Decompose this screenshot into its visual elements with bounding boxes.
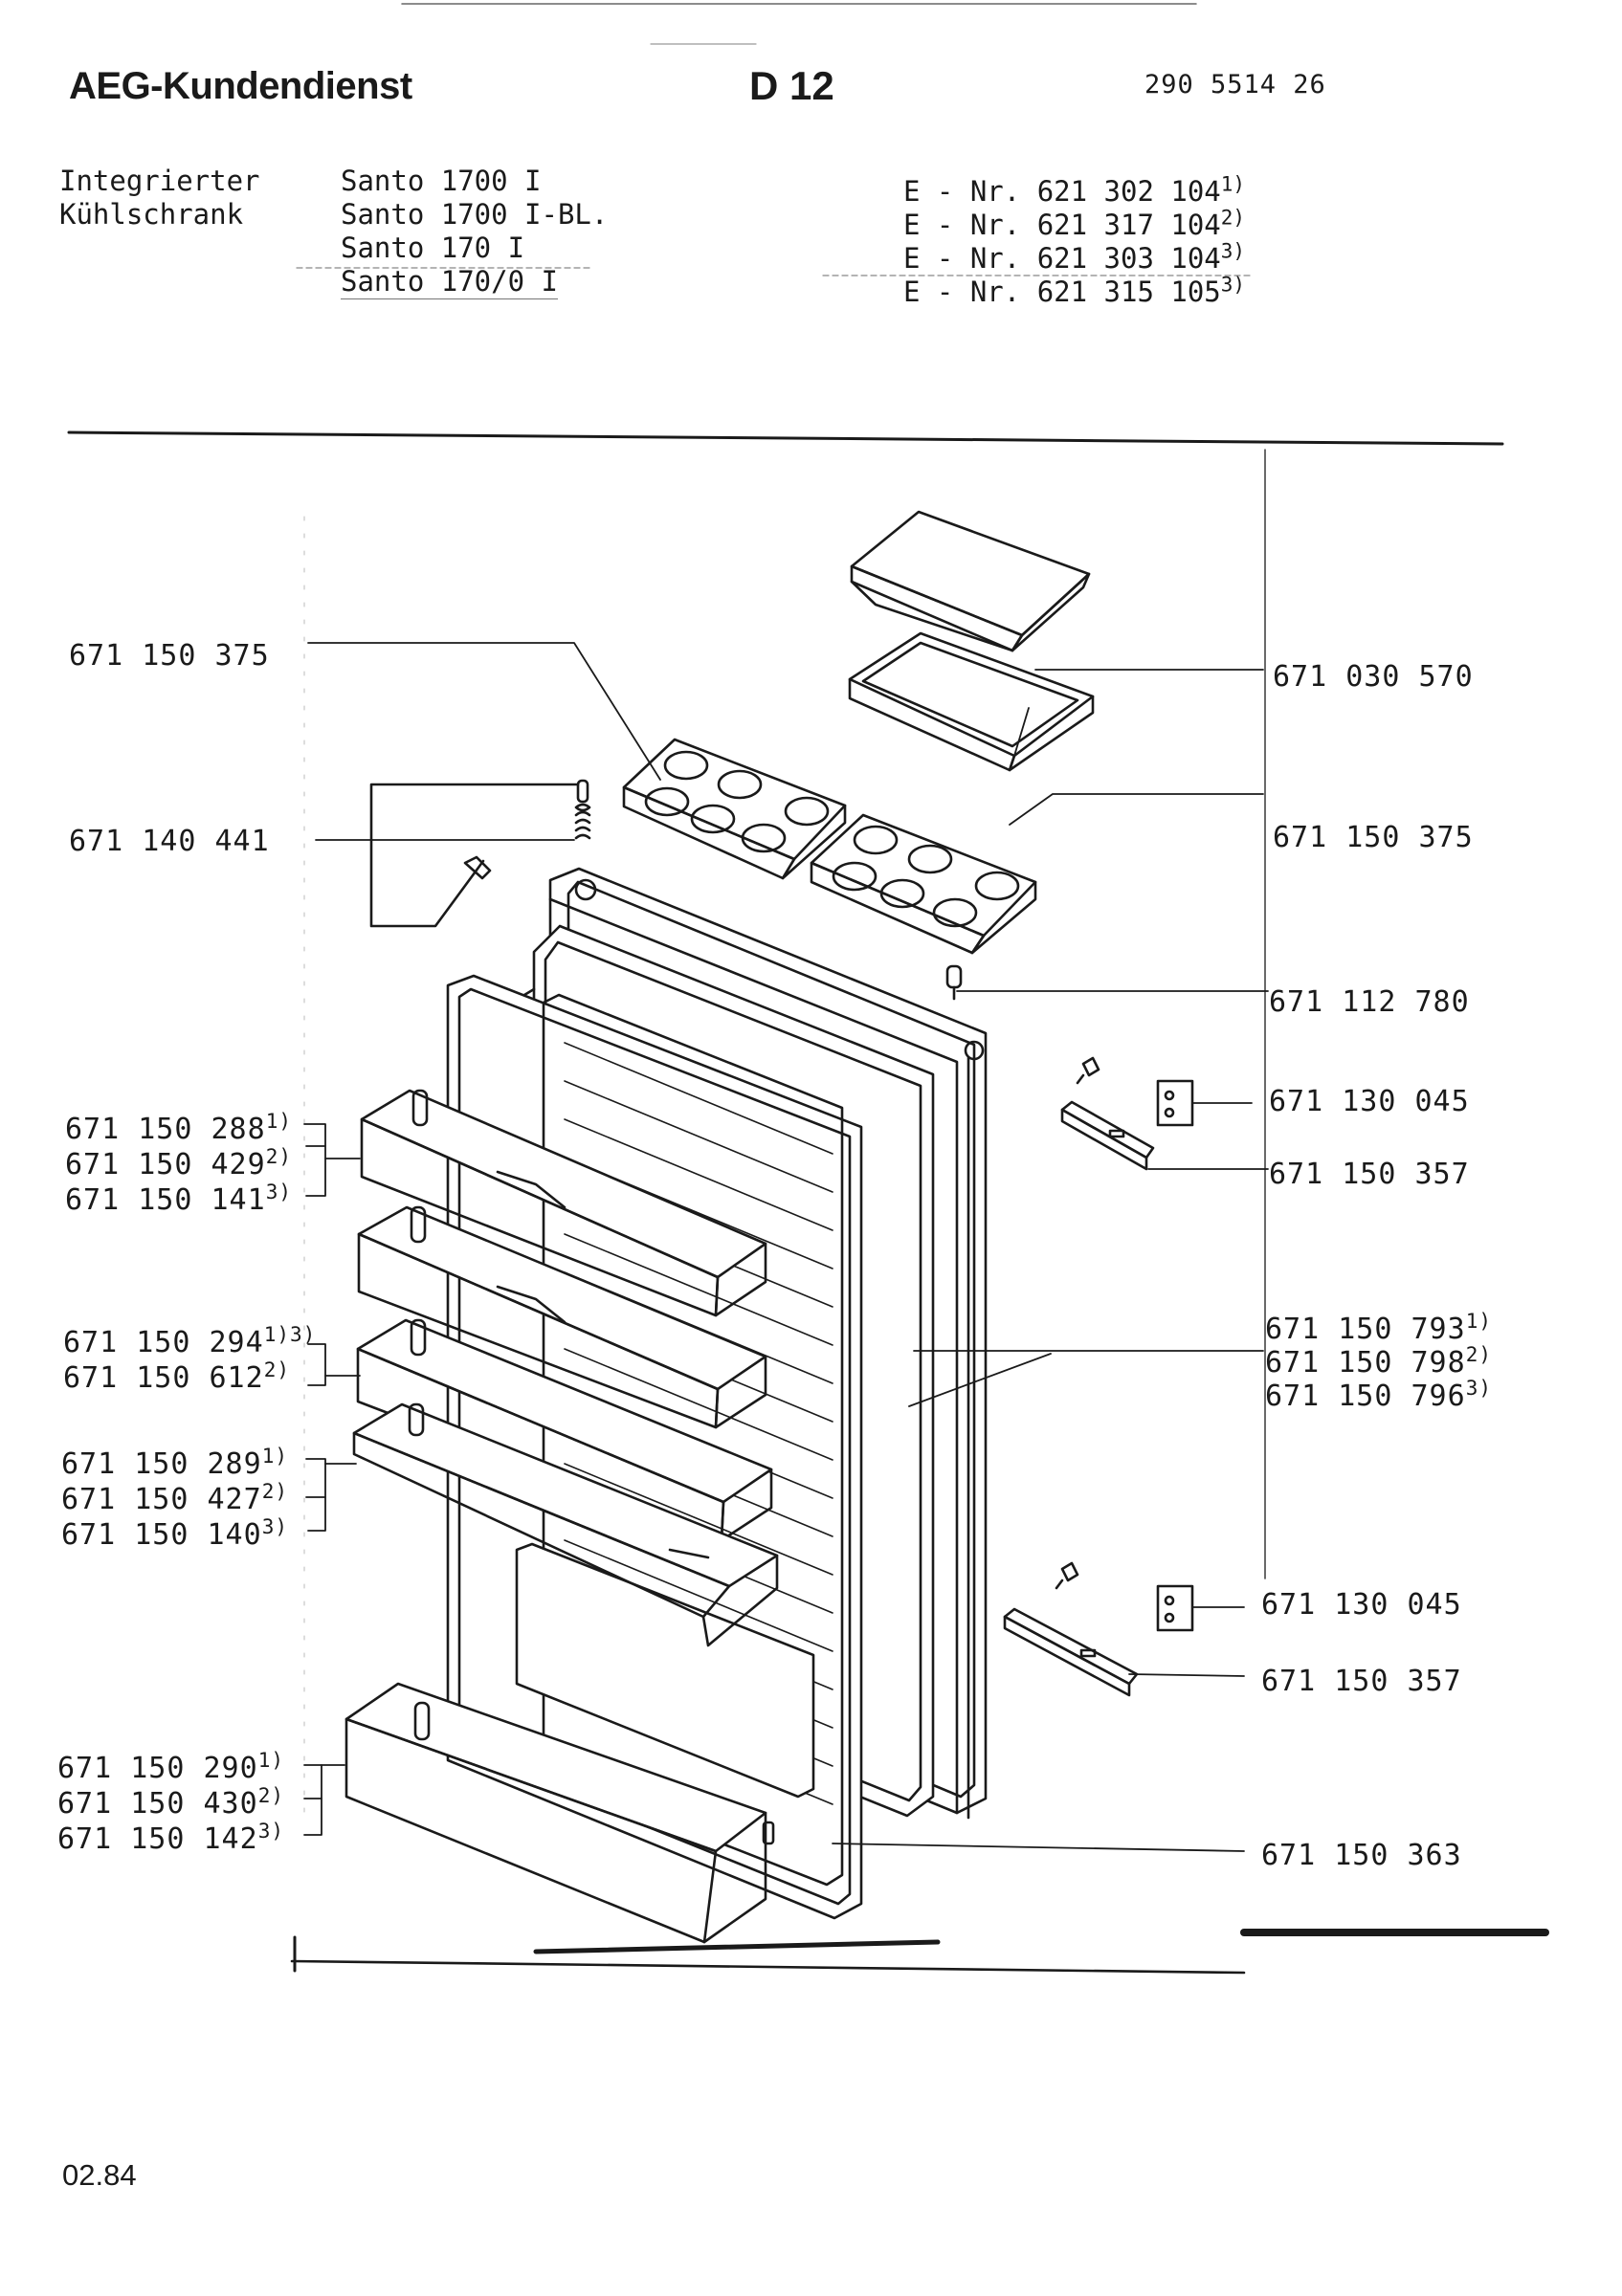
model-name: Santo 170/0 I	[341, 265, 558, 299]
enr-number: 621 317 104	[1036, 209, 1221, 241]
header-rule	[67, 430, 1504, 446]
part-group-shelf-2: 671 150 2941)3) 671 150 6122)	[63, 1325, 316, 1396]
door-shelf-2	[357, 1205, 767, 1429]
part-group-shelf-1: 671 150 2881) 671 150 4292) 671 150 1413…	[65, 1112, 292, 1218]
product-line-1: Integrierter	[59, 165, 260, 197]
part-note: 1)	[257, 1749, 284, 1772]
bottom-rule-thick	[533, 1939, 941, 1954]
part-number: 671 150 288	[65, 1113, 266, 1146]
part-group-shelf-bottom: 671 150 2901) 671 150 4302) 671 150 1423…	[57, 1751, 284, 1857]
part-group-door-panel: 671 150 7931) 671 150 7982) 671 150 7963…	[1265, 1310, 1492, 1414]
product-description: Integrierter Kühlschrank	[59, 165, 260, 232]
part-note: 1)	[1465, 1310, 1492, 1333]
part-number: 671 150 427	[61, 1483, 262, 1516]
part-hinge-block-bottom: 671 130 045	[1261, 1588, 1462, 1622]
part-number: 671 150 141	[65, 1183, 266, 1217]
model-list: Santo 1700 I Santo 1700 I-BL. Santo 170 …	[341, 165, 608, 299]
part-number: 671 150 798	[1265, 1346, 1466, 1380]
brand-title: AEG-Kundendienst	[69, 65, 412, 107]
part-hinge-plate-top: 671 150 357	[1269, 1158, 1470, 1191]
part-note: 2)	[263, 1358, 290, 1381]
part-note: 3)	[261, 1515, 288, 1538]
enr-note: 2)	[1220, 206, 1246, 230]
part-number: 671 150 140	[61, 1518, 262, 1552]
leader-lines	[303, 642, 1269, 1852]
part-note: 3)	[1465, 1377, 1492, 1400]
model-name: Santo 170 I	[341, 232, 525, 264]
part-number: 671 150 612	[63, 1361, 264, 1395]
enr-row: E - Nr. 621 317 1042)	[903, 206, 1246, 242]
enr-label: E - Nr.	[903, 276, 1021, 308]
hinge-pin-parts	[369, 779, 591, 928]
enr-number: 621 302 104	[1036, 175, 1221, 208]
part-note: 2)	[1465, 1343, 1492, 1366]
enr-label: E - Nr.	[903, 209, 1021, 241]
part-note: 1)	[265, 1110, 292, 1133]
part-number: 671 150 793	[1265, 1313, 1466, 1346]
part-number: 671 150 290	[57, 1752, 258, 1785]
part-number: 671 150 289	[61, 1447, 262, 1481]
issue-date: 02.84	[62, 2158, 137, 2192]
butter-box-tray	[848, 631, 1095, 772]
model-name: Santo 1700 I	[341, 165, 542, 197]
part-note: 1)3)	[263, 1323, 317, 1346]
sheet-id: D 12	[749, 63, 834, 108]
bottom-rule	[290, 1959, 1246, 1975]
hinge-bottom	[1003, 1561, 1194, 1697]
part-note: 3)	[257, 1820, 284, 1843]
product-line-2: Kühlschrank	[59, 198, 244, 231]
part-stopper: 671 112 780	[1269, 985, 1470, 1019]
enr-row: E - Nr. 621 302 1041)	[903, 172, 1246, 209]
part-door-seal: 671 150 363	[1261, 1839, 1462, 1872]
enr-number: 621 303 104	[1036, 242, 1221, 275]
part-number: 671 150 429	[65, 1148, 266, 1181]
enr-label: E - Nr.	[903, 242, 1021, 275]
part-note: 2)	[265, 1145, 292, 1168]
model-name: Santo 1700 I-BL.	[341, 198, 609, 231]
part-group-shelf-3: 671 150 2891) 671 150 4272) 671 150 1403…	[61, 1446, 288, 1553]
enr-label: E - Nr.	[903, 175, 1021, 208]
part-hinge-plate-bottom: 671 150 357	[1261, 1665, 1462, 1698]
part-number: 671 150 430	[57, 1787, 258, 1821]
butter-box-lid	[850, 510, 1091, 652]
part-number: 671 150 294	[63, 1326, 264, 1359]
hinge-top	[1060, 1056, 1194, 1171]
part-note: 1)	[261, 1445, 288, 1468]
enr-note: 1)	[1220, 172, 1246, 196]
enr-note: 3)	[1220, 273, 1246, 297]
part-hinge-pin: 671 140 441	[69, 825, 270, 858]
part-note: 2)	[257, 1784, 284, 1807]
part-note: 2)	[261, 1480, 288, 1503]
part-egg-tray-left: 671 150 375	[69, 639, 270, 673]
enr-list: E - Nr. 621 302 1041) E - Nr. 621 317 10…	[903, 172, 1246, 309]
door-shelf-4	[352, 1402, 779, 1647]
egg-tray-right	[810, 813, 1037, 955]
egg-tray-left	[622, 738, 847, 880]
part-egg-tray-right: 671 150 375	[1273, 821, 1474, 854]
part-number: 671 150 142	[57, 1822, 258, 1856]
door-shelf-1	[360, 1089, 767, 1317]
stopper-part	[945, 964, 963, 1001]
document-number: 290 5514 26	[1144, 70, 1326, 99]
enr-note: 3)	[1220, 239, 1246, 263]
part-number: 671 150 796	[1265, 1380, 1466, 1413]
part-butter-box: 671 030 570	[1273, 660, 1474, 694]
enr-row: E - Nr. 621 315 1053)	[903, 273, 1246, 309]
part-hinge-block-top: 671 130 045	[1269, 1085, 1470, 1118]
enr-number: 621 315 105	[1036, 276, 1221, 308]
part-note: 3)	[265, 1181, 292, 1203]
enr-row: E - Nr. 621 303 1043)	[903, 239, 1246, 276]
door-shelf-bottom	[344, 1682, 775, 1944]
